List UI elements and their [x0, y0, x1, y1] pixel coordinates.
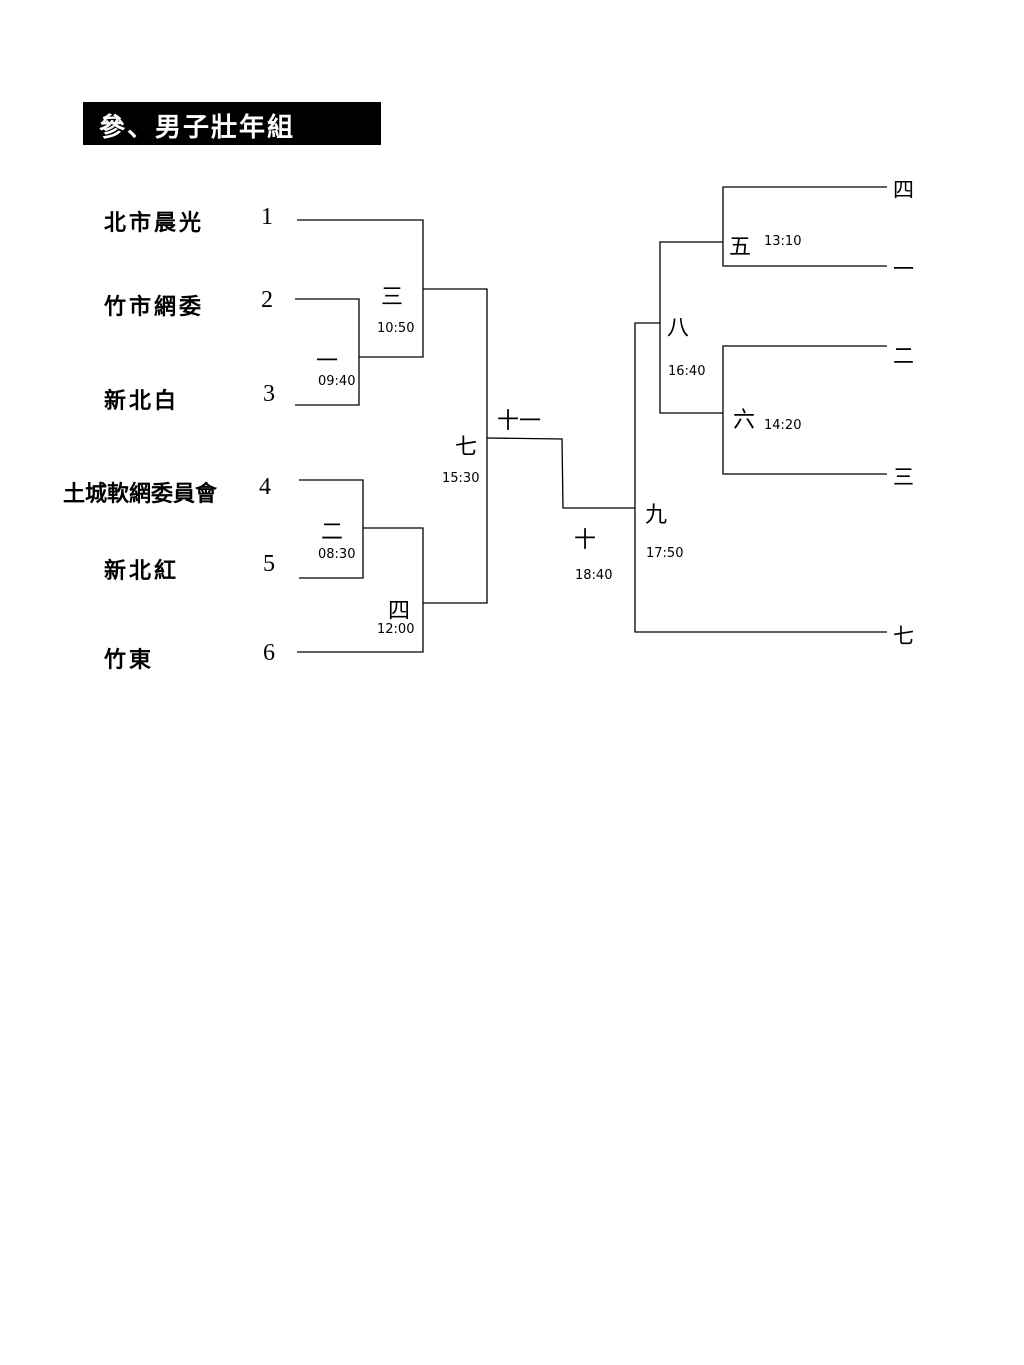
team-seed: 5	[263, 551, 275, 577]
line-match-7	[423, 288, 488, 604]
line-match-9	[634, 322, 887, 633]
match-label: 一	[316, 349, 339, 374]
team-seed: 3	[263, 381, 275, 407]
match-label: 十一	[497, 409, 542, 434]
match-time: 13:10	[764, 234, 802, 249]
line-match-1	[295, 298, 360, 406]
line-match-8	[659, 241, 723, 414]
page-title: 參、男子壯年組	[99, 113, 296, 143]
match-time: 09:40	[318, 374, 356, 389]
team-seed: 4	[259, 474, 271, 500]
match-label: 三	[381, 285, 404, 310]
right-entry-label: 二	[893, 344, 914, 368]
match-label: 五	[729, 235, 752, 260]
match-label: 九	[645, 503, 668, 528]
team-name: 竹東	[104, 647, 155, 673]
match-time: 12:00	[377, 622, 415, 637]
match-time: 16:40	[668, 364, 706, 379]
match-label: 四	[388, 599, 411, 624]
right-entry-label: 七	[893, 624, 914, 648]
right-entry-label: 三	[893, 465, 914, 489]
title-banner: 參、男子壯年組	[83, 102, 381, 145]
line-match-5	[722, 186, 887, 267]
team-name: 土城軟網委員會	[63, 481, 218, 507]
line-match-3	[297, 219, 424, 358]
team-seed: 6	[263, 640, 275, 666]
team-name: 新北白	[104, 388, 180, 414]
line-match-10	[486, 437, 635, 509]
line-match-6	[722, 345, 887, 475]
team-seed: 2	[261, 287, 273, 313]
team-name: 新北紅	[104, 558, 180, 584]
right-entry-label: 一	[893, 257, 914, 281]
line-match-4	[297, 527, 424, 653]
match-label: 十	[574, 528, 597, 553]
match-time: 15:30	[442, 471, 480, 486]
match-time: 18:40	[575, 568, 613, 583]
match-time: 17:50	[646, 546, 684, 561]
line-match-2	[299, 479, 364, 579]
match-label: 七	[455, 435, 478, 460]
team-name: 竹市網委	[104, 294, 205, 320]
match-label: 六	[733, 408, 756, 433]
match-label: 八	[667, 316, 690, 341]
match-label: 二	[321, 520, 344, 545]
match-time: 08:30	[318, 547, 356, 562]
match-time: 14:20	[764, 418, 802, 433]
match-time: 10:50	[377, 321, 415, 336]
team-name: 北市晨光	[104, 210, 205, 236]
team-seed: 1	[261, 204, 273, 230]
right-entry-label: 四	[893, 178, 914, 202]
